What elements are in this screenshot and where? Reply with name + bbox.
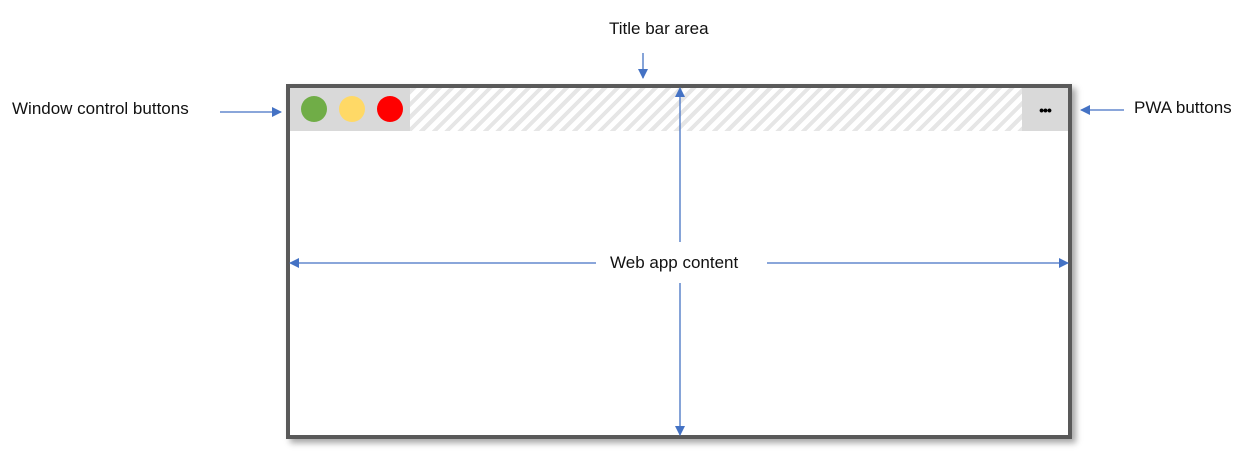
pwa-buttons-label: PWA buttons [1134,98,1232,117]
window-control-buttons [290,88,410,131]
title-bar[interactable]: ••• [290,88,1068,131]
more-icon: ••• [1039,101,1052,118]
red-window-button[interactable] [377,96,403,122]
web-app-content-label: Web app content [610,253,739,272]
yellow-window-button[interactable] [339,96,365,122]
green-window-button[interactable] [301,96,327,122]
title-bar-area-label: Title bar area [609,19,709,38]
window-control-buttons-label: Window control buttons [12,99,189,118]
pwa-more-button[interactable]: ••• [1022,88,1068,131]
app-window: ••• [286,84,1072,439]
